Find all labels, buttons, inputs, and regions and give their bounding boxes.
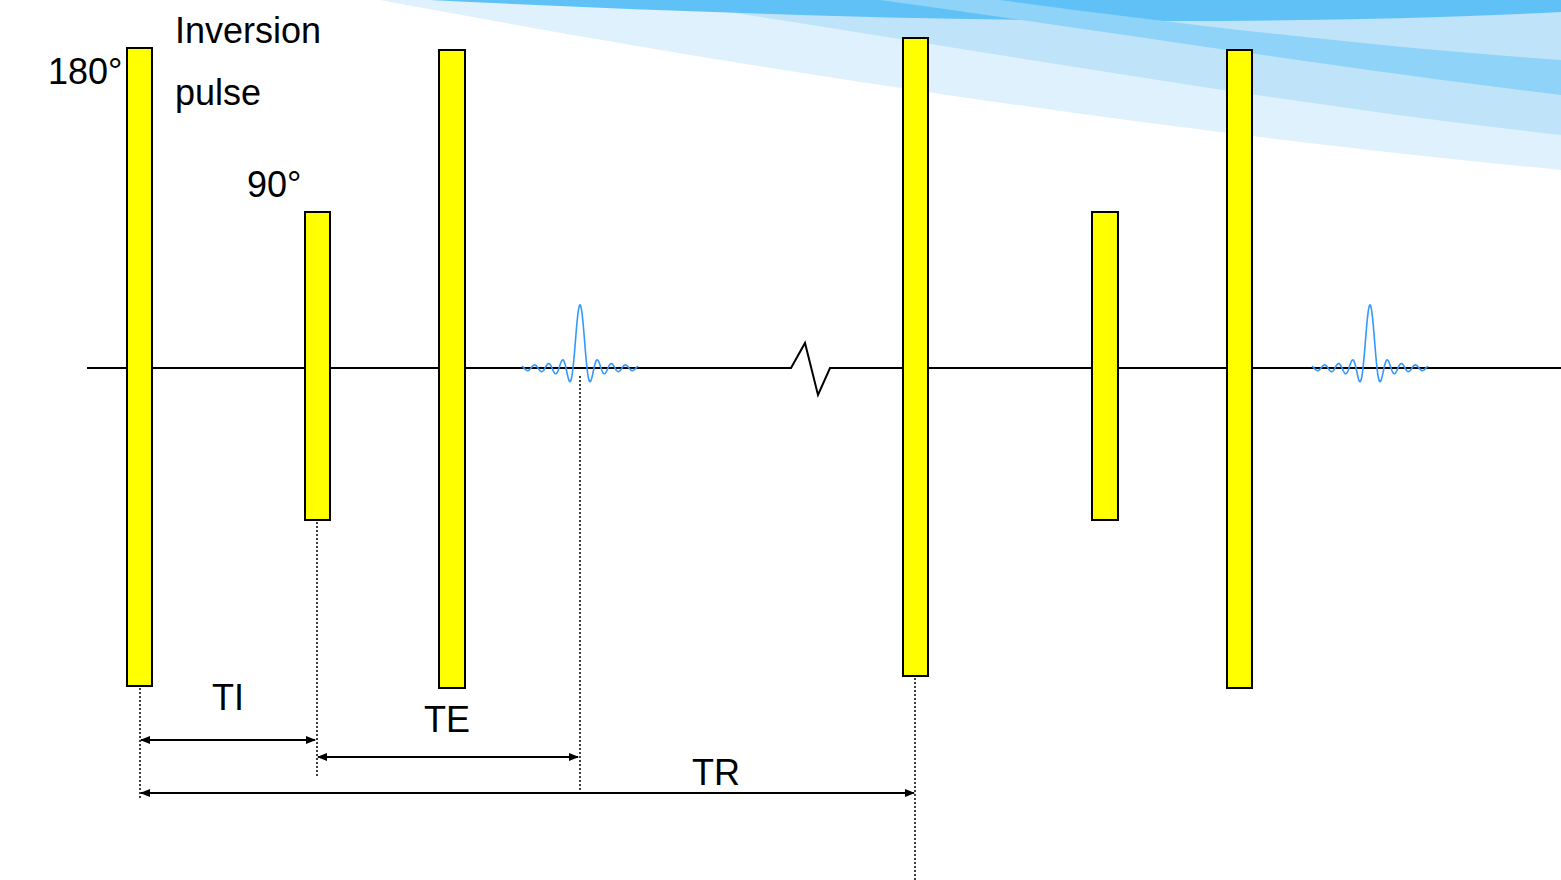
- interval-arrow: [318, 756, 578, 758]
- rf-pulse-180: [127, 48, 152, 686]
- rf-pulse-90: [305, 212, 330, 520]
- flip-angle-label: 90°: [247, 167, 301, 203]
- interval-arrow: [141, 739, 315, 741]
- guide-line: [579, 376, 581, 790]
- interval-label: TE: [424, 702, 470, 738]
- guide-line: [139, 688, 141, 800]
- header-wave: [650, 0, 1561, 135]
- rf-pulse-90: [1092, 212, 1118, 520]
- header-wave: [380, 0, 1561, 170]
- header-wave: [880, 0, 1561, 95]
- rf-pulse-180: [439, 50, 465, 688]
- echo-signal: [522, 305, 638, 382]
- interval-label: TI: [212, 680, 244, 716]
- rf-pulse-180: [903, 38, 928, 676]
- interval-label: TR: [692, 755, 740, 791]
- guide-line: [914, 678, 916, 880]
- interval-arrow: [141, 792, 914, 794]
- rf-pulse-180: [1227, 50, 1252, 688]
- guide-line: [316, 522, 318, 778]
- echo-signal: [1312, 305, 1428, 382]
- flip-angle-label: 180°: [48, 54, 122, 90]
- pulse-label: Inversion pulse: [175, 0, 375, 124]
